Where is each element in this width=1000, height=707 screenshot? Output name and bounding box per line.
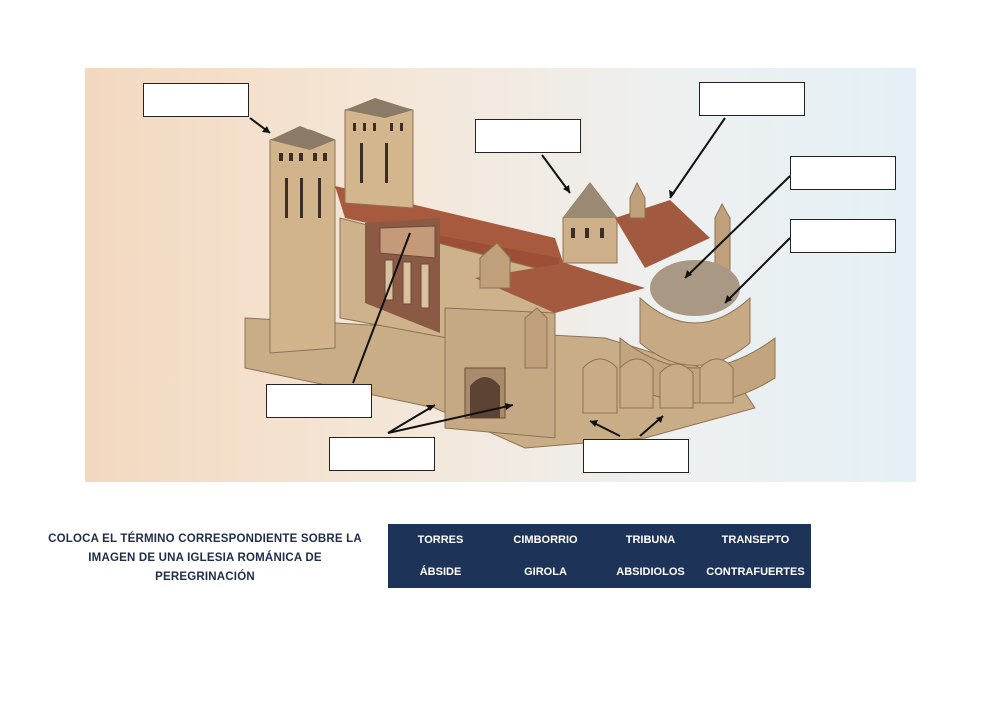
word-tribuna[interactable]: TRIBUNA [625, 534, 676, 546]
word-contrafuertes[interactable]: CONTRAFUERTES [706, 566, 805, 578]
word-cimborrio[interactable]: CIMBORRIO [513, 534, 578, 546]
drop-box-crossing-tower[interactable] [475, 119, 581, 153]
romanesque-church-drawing [244, 98, 791, 449]
right-tower-cap [345, 98, 413, 118]
apse-wall [639, 296, 751, 366]
church-illustration [85, 68, 916, 482]
transept-roof [475, 263, 645, 313]
drop-box-right-middle[interactable] [790, 156, 896, 190]
word-absidiolos[interactable]: ABSIDIOLOS [616, 566, 685, 578]
word-torres[interactable]: TORRES [417, 534, 464, 546]
drop-box-right-lower[interactable] [790, 219, 896, 253]
east-turret [629, 181, 646, 219]
word-transepto[interactable]: TRANSEPTO [721, 534, 790, 546]
portal-arch [470, 377, 500, 418]
left-tower-windows [279, 153, 327, 218]
left-tower-side [269, 129, 336, 354]
drop-box-tribune[interactable] [266, 384, 372, 418]
turret-2 [524, 307, 548, 369]
drop-box-upper-right[interactable] [699, 82, 805, 116]
instruction-text: COLOCA EL TÉRMINO CORRESPONDIENTE SOBRE … [48, 533, 362, 583]
drop-box-left-tower[interactable] [143, 83, 249, 117]
apse-roof [650, 260, 740, 316]
word-girola[interactable]: GIROLA [524, 566, 567, 578]
right-tower-windows [353, 123, 403, 183]
crossing-windows [571, 228, 604, 238]
left-tower-cap [270, 126, 335, 150]
turret-1 [479, 242, 511, 289]
right-tower-side [344, 101, 414, 209]
word-abside[interactable]: ÁBSIDE [419, 566, 462, 578]
radiating-chapels [582, 358, 734, 414]
arrow-heads [262, 126, 732, 427]
drop-box-buttresses[interactable] [329, 437, 435, 471]
drop-box-radiating-chapels[interactable] [583, 439, 689, 473]
word-bank: TORRES CIMBORRIO TRIBUNA TRANSEPTO ÁBSID… [388, 524, 811, 588]
east-roof [615, 200, 710, 268]
crossing-tower-roof [563, 183, 617, 218]
